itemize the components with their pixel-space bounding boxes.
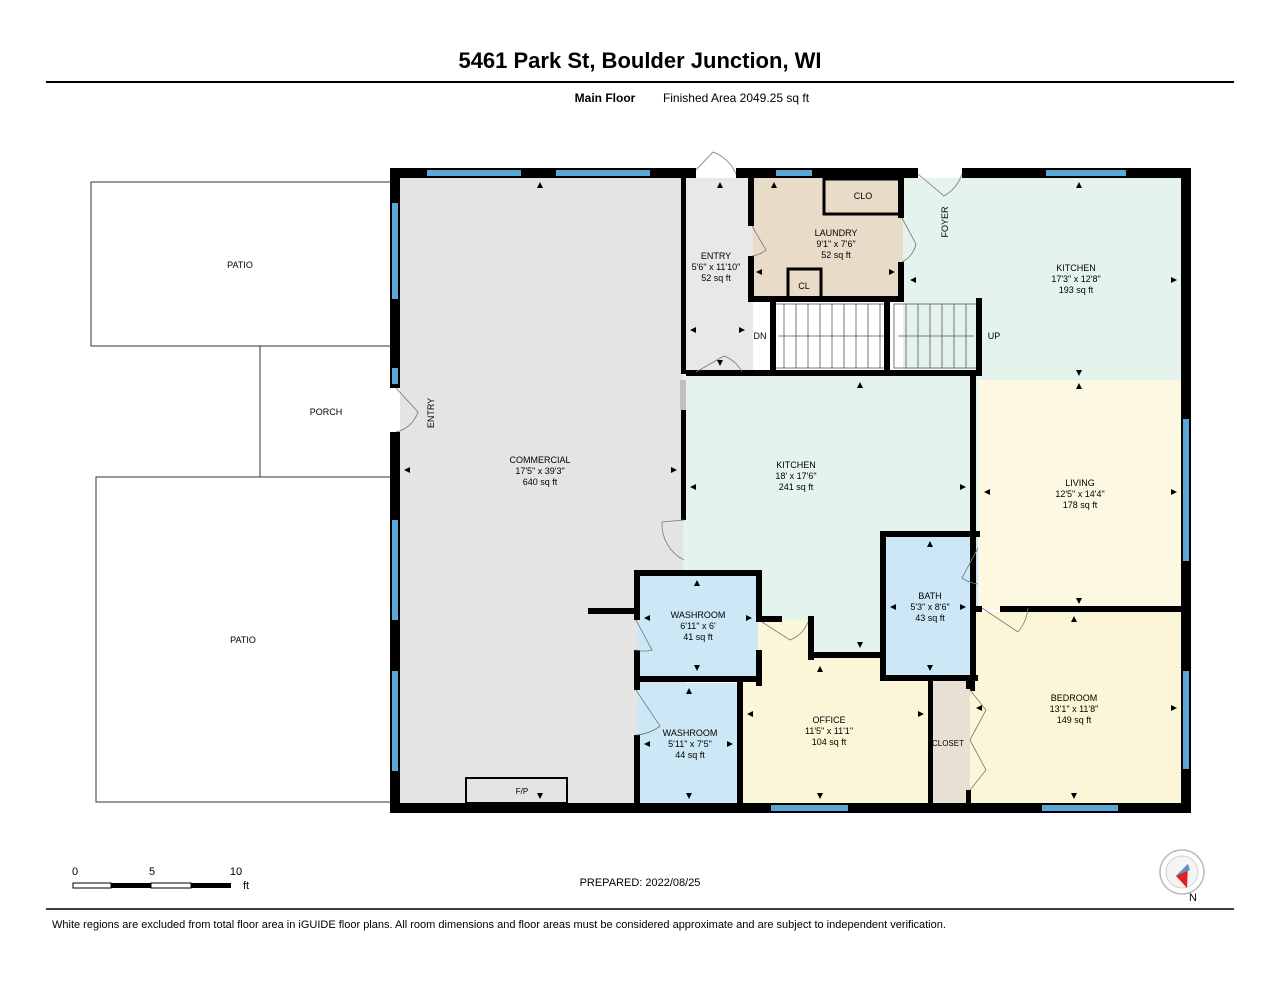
doors <box>390 151 1029 791</box>
svg-text:WASHROOM: WASHROOM <box>671 610 726 620</box>
svg-text:52 sq ft: 52 sq ft <box>701 273 731 283</box>
windows <box>392 170 1189 811</box>
label-closet: CLOSET <box>932 739 964 748</box>
svg-text:640 sq ft: 640 sq ft <box>523 477 558 487</box>
svg-text:9'1" x 7'6": 9'1" x 7'6" <box>816 239 855 249</box>
label-laundry: LAUNDRY 9'1" x 7'6" 52 sq ft <box>815 228 858 260</box>
svg-text:52 sq ft: 52 sq ft <box>821 250 851 260</box>
room-bedroom <box>970 612 1185 808</box>
label-entry: ENTRY 5'6" x 11'10" 52 sq ft <box>692 251 741 283</box>
svg-text:N: N <box>1189 892 1197 904</box>
svg-text:ft: ft <box>243 880 249 892</box>
label-dn: DN <box>754 331 767 341</box>
svg-text:CLO: CLO <box>854 191 873 201</box>
svg-text:178 sq ft: 178 sq ft <box>1063 500 1098 510</box>
svg-text:10: 10 <box>230 866 242 878</box>
svg-text:193 sq ft: 193 sq ft <box>1059 285 1094 295</box>
label-washroom-2: WASHROOM 5'11" x 7'5" 44 sq ft <box>663 728 718 760</box>
label-entry-side: ENTRY <box>426 398 436 428</box>
svg-text:43 sq ft: 43 sq ft <box>915 613 945 623</box>
prepared-date: PREPARED: 2022/08/25 <box>580 877 701 889</box>
svg-text:BATH: BATH <box>918 591 941 601</box>
svg-text:5'6" x 11'10": 5'6" x 11'10" <box>692 262 741 272</box>
svg-text:KITCHEN: KITCHEN <box>776 460 816 470</box>
measure-arrows <box>404 182 1177 799</box>
svg-text:5'3" x 8'6": 5'3" x 8'6" <box>910 602 949 612</box>
svg-text:F/P: F/P <box>516 787 528 796</box>
svg-text:17'3" x 12'8": 17'3" x 12'8" <box>1051 274 1100 284</box>
disclaimer: White regions are excluded from total fl… <box>52 919 946 931</box>
label-office: OFFICE 11'5" x 11'1" 104 sq ft <box>805 715 853 747</box>
stairs-up <box>893 303 979 369</box>
svg-text:ENTRY: ENTRY <box>701 251 731 261</box>
svg-text:41 sq ft: 41 sq ft <box>683 632 713 642</box>
svg-text:COMMERCIAL: COMMERCIAL <box>509 455 570 465</box>
clo-closet: CLO <box>822 177 904 216</box>
svg-text:PATIO: PATIO <box>227 260 253 270</box>
patio-top: PATIO <box>90 181 392 347</box>
svg-text:11'5" x 11'1": 11'5" x 11'1" <box>805 726 853 736</box>
room-kitchen-upper <box>903 174 1185 380</box>
svg-text:WASHROOM: WASHROOM <box>663 728 718 738</box>
svg-text:44 sq ft: 44 sq ft <box>675 750 705 760</box>
fireplace: F/P <box>465 777 568 804</box>
svg-text:5: 5 <box>149 866 155 878</box>
svg-text:5'11" x 7'5": 5'11" x 7'5" <box>668 739 712 749</box>
label-up: UP <box>988 331 1001 341</box>
svg-text:PORCH: PORCH <box>310 407 343 417</box>
room-living <box>978 380 1185 610</box>
patio-bottom: PATIO <box>95 476 392 803</box>
floor-label: Main Floor <box>575 91 636 105</box>
svg-text:LIVING: LIVING <box>1065 478 1095 488</box>
room-closet <box>928 678 970 808</box>
label-commercial: COMMERCIAL 17'5" x 39'3" 640 sq ft <box>509 455 570 487</box>
svg-text:13'1" x 11'8": 13'1" x 11'8" <box>1050 704 1099 714</box>
room-washroom-1 <box>638 575 758 678</box>
svg-text:6'11" x 6': 6'11" x 6' <box>680 621 716 631</box>
svg-text:KITCHEN: KITCHEN <box>1056 263 1096 273</box>
label-living: LIVING 12'5" x 14'4" 178 sq ft <box>1055 478 1104 510</box>
label-bedroom: BEDROOM 13'1" x 11'8" 149 sq ft <box>1050 693 1099 725</box>
svg-text:12'5" x 14'4": 12'5" x 14'4" <box>1055 489 1104 499</box>
room-commercial <box>396 174 686 808</box>
porch: PORCH <box>259 345 392 478</box>
label-kitchen-main: KITCHEN 18' x 17'6" 241 sq ft <box>775 460 816 492</box>
svg-text:0: 0 <box>72 866 78 878</box>
label-kitchen-upper: KITCHEN 17'3" x 12'8" 193 sq ft <box>1051 263 1100 295</box>
room-entry <box>683 174 753 374</box>
label-foyer: FOYER <box>940 206 950 238</box>
room-kitchen-main <box>683 374 978 655</box>
svg-text:17'5" x 39'3": 17'5" x 39'3" <box>515 466 564 476</box>
svg-text:LAUNDRY: LAUNDRY <box>815 228 858 238</box>
compass-icon: N <box>1159 849 1205 904</box>
page-title: 5461 Park St, Boulder Junction, WI <box>458 48 821 73</box>
svg-text:BEDROOM: BEDROOM <box>1051 693 1098 703</box>
room-washroom-2 <box>638 683 740 808</box>
svg-text:241 sq ft: 241 sq ft <box>779 482 814 492</box>
finished-area: Finished Area 2049.25 sq ft <box>663 91 810 105</box>
label-washroom-1: WASHROOM 6'11" x 6' 41 sq ft <box>671 610 726 642</box>
svg-text:104 sq ft: 104 sq ft <box>812 737 847 747</box>
svg-text:PATIO: PATIO <box>230 635 256 645</box>
scale-bar: 0 5 10 ft <box>72 866 249 892</box>
svg-text:18' x 17'6": 18' x 17'6" <box>775 471 816 481</box>
cl-closet: CL <box>786 267 823 302</box>
svg-text:149 sq ft: 149 sq ft <box>1057 715 1092 725</box>
svg-text:OFFICE: OFFICE <box>813 715 846 725</box>
label-bath: BATH 5'3" x 8'6" 43 sq ft <box>910 591 949 623</box>
svg-text:CL: CL <box>798 281 810 291</box>
